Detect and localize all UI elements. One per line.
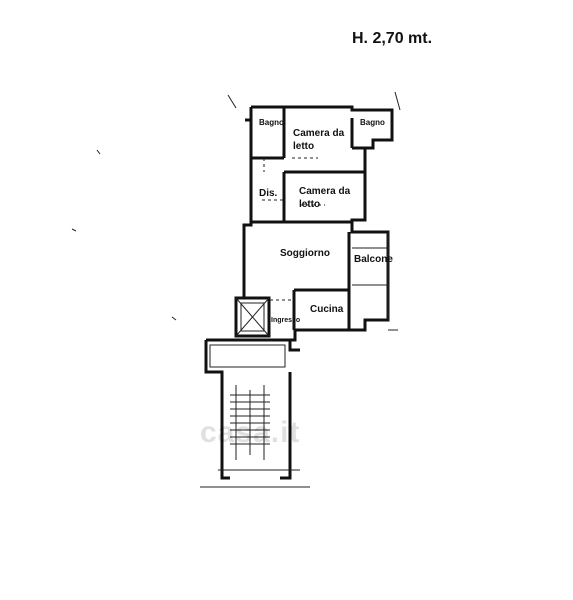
room-label-dis: Dis. [259, 188, 278, 199]
room-label-balcone: Balcone [354, 254, 393, 265]
stairwell [200, 340, 310, 487]
watermark: casa.it [200, 416, 301, 449]
room-label-cucina: Cucina [310, 304, 344, 315]
room-label-camera1-line2: letto [293, 141, 314, 152]
room-label-bagno-right: Bagno [360, 118, 385, 127]
room-label-camera1-line1: Camera da [293, 128, 345, 139]
room-label-soggiorno: Soggiorno [280, 248, 330, 259]
room-label-camera2-line1: Camera da [299, 186, 351, 197]
stair-treads [230, 385, 270, 460]
room-label-ingresso: Ingresso [271, 317, 300, 324]
room-label-camera2-line2: letto [299, 199, 320, 210]
room-label-bagno-left: Bagno [259, 118, 284, 127]
balcony-outline [352, 232, 388, 320]
outer-walls [244, 107, 392, 340]
room-labels: Bagno Camera da letto Bagno Dis. Camera … [259, 118, 393, 324]
ceiling-height-label: H. 2,70 mt. [352, 30, 433, 47]
interior-walls [251, 107, 365, 330]
door-swings [262, 158, 325, 300]
lift-shaft [236, 298, 269, 336]
boundary-marks [72, 92, 400, 330]
